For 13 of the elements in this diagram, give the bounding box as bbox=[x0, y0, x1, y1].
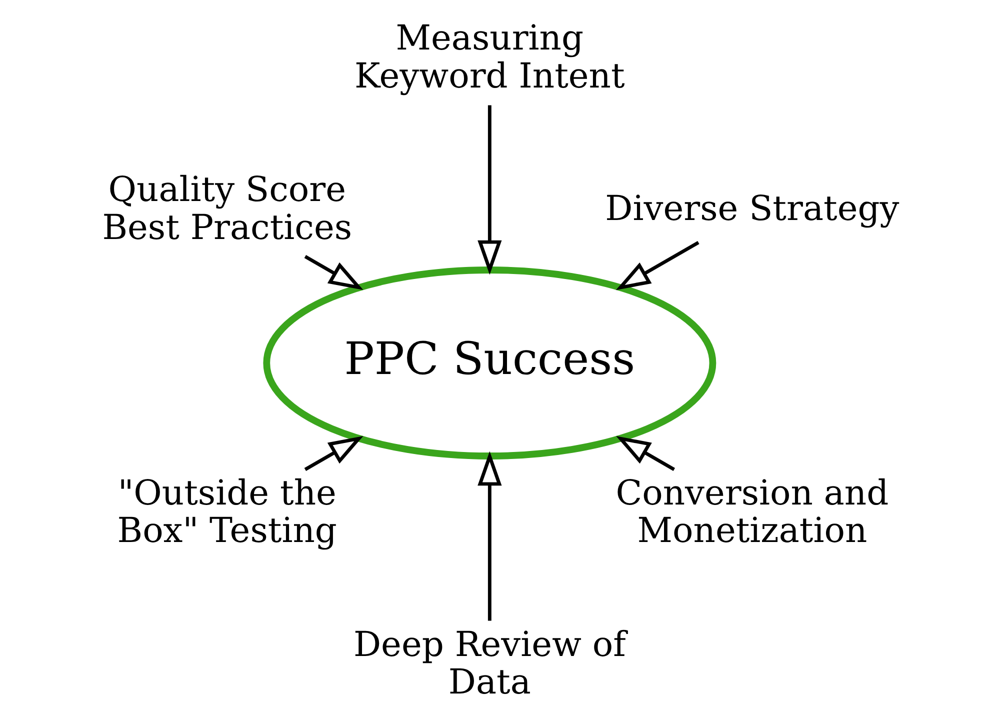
node-ellipse: PPC Success bbox=[263, 266, 716, 460]
arrow bbox=[478, 105, 502, 275]
node-text: Conversion and Monetization bbox=[616, 473, 889, 552]
arrow bbox=[478, 451, 502, 621]
node-text: Deep Review of Data bbox=[353, 624, 626, 703]
arrow bbox=[616, 240, 700, 290]
arrow bbox=[304, 255, 364, 290]
node-text: "Outside the Box" Testing bbox=[117, 473, 337, 552]
arrow bbox=[616, 436, 676, 471]
node-text: Quality Score Best Practices bbox=[102, 170, 352, 248]
node-text: Diverse Strategy bbox=[605, 189, 900, 230]
node-text: Measuring Keyword Intent bbox=[354, 18, 625, 96]
arrow bbox=[304, 436, 364, 471]
